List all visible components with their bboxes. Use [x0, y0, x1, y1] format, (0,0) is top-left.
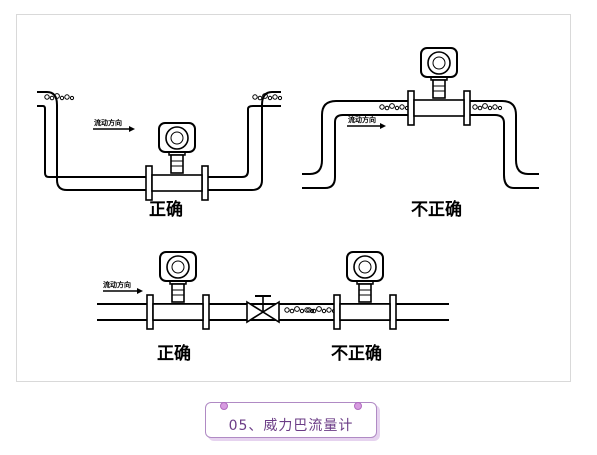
flange-icon [333, 294, 341, 330]
flowmeter-assembly-correct [146, 251, 210, 330]
panel-straight-pipe-with-valve: 流动方向 正确 不正确 [97, 251, 449, 364]
flowmeter-transmitter-icon [346, 251, 384, 303]
flowmeter-transmitter-icon [158, 122, 196, 174]
verdict-label: 正确 [149, 199, 183, 220]
verdict-label: 正确 [157, 343, 191, 364]
decorative-dot-icon [354, 402, 362, 410]
diagram-frame: 流动方向 正确 流动方向 不正确 [16, 14, 571, 382]
decorative-dot-icon [220, 402, 228, 410]
flowmeter-assembly-incorrect [333, 251, 397, 330]
figure-caption: 05、威力巴流量计 [228, 418, 354, 434]
flange-icon [463, 90, 471, 126]
flange-icon [389, 294, 397, 330]
flange-icon [202, 294, 210, 330]
flange-icon [146, 294, 154, 330]
flange-icon [145, 165, 153, 201]
flowmeter-transmitter-icon [159, 251, 197, 303]
flange-icon [201, 165, 209, 201]
flow-direction-label: 流动方向 [348, 115, 376, 124]
air-bubbles-icon [379, 103, 410, 111]
flow-direction-label: 流动方向 [94, 118, 122, 127]
verdict-label: 不正确 [331, 343, 382, 364]
panel-inverted-u-pipe: 流动方向 不正确 [302, 47, 539, 220]
air-bubbles-icon [252, 93, 283, 101]
flange-icon [407, 90, 415, 126]
panel-u-pipe: 流动方向 正确 [37, 91, 283, 220]
flow-arrow-icon [137, 288, 143, 294]
flowmeter-assembly [407, 47, 471, 126]
flowmeter-transmitter-icon [420, 47, 458, 99]
installation-diagram: 流动方向 正确 流动方向 不正确 [37, 47, 539, 364]
inverted-u-inner-line [302, 114, 539, 189]
flow-arrow-icon [129, 126, 135, 132]
flow-direction-label: 流动方向 [103, 280, 131, 289]
valve-icon [246, 295, 280, 324]
verdict-label: 不正确 [411, 199, 462, 220]
air-bubbles-icon [472, 103, 503, 111]
air-bubbles-icon [44, 93, 75, 101]
flowmeter-assembly [145, 122, 209, 201]
caption-box: 05、威力巴流量计 [205, 402, 377, 438]
flow-arrow-icon [380, 123, 386, 129]
